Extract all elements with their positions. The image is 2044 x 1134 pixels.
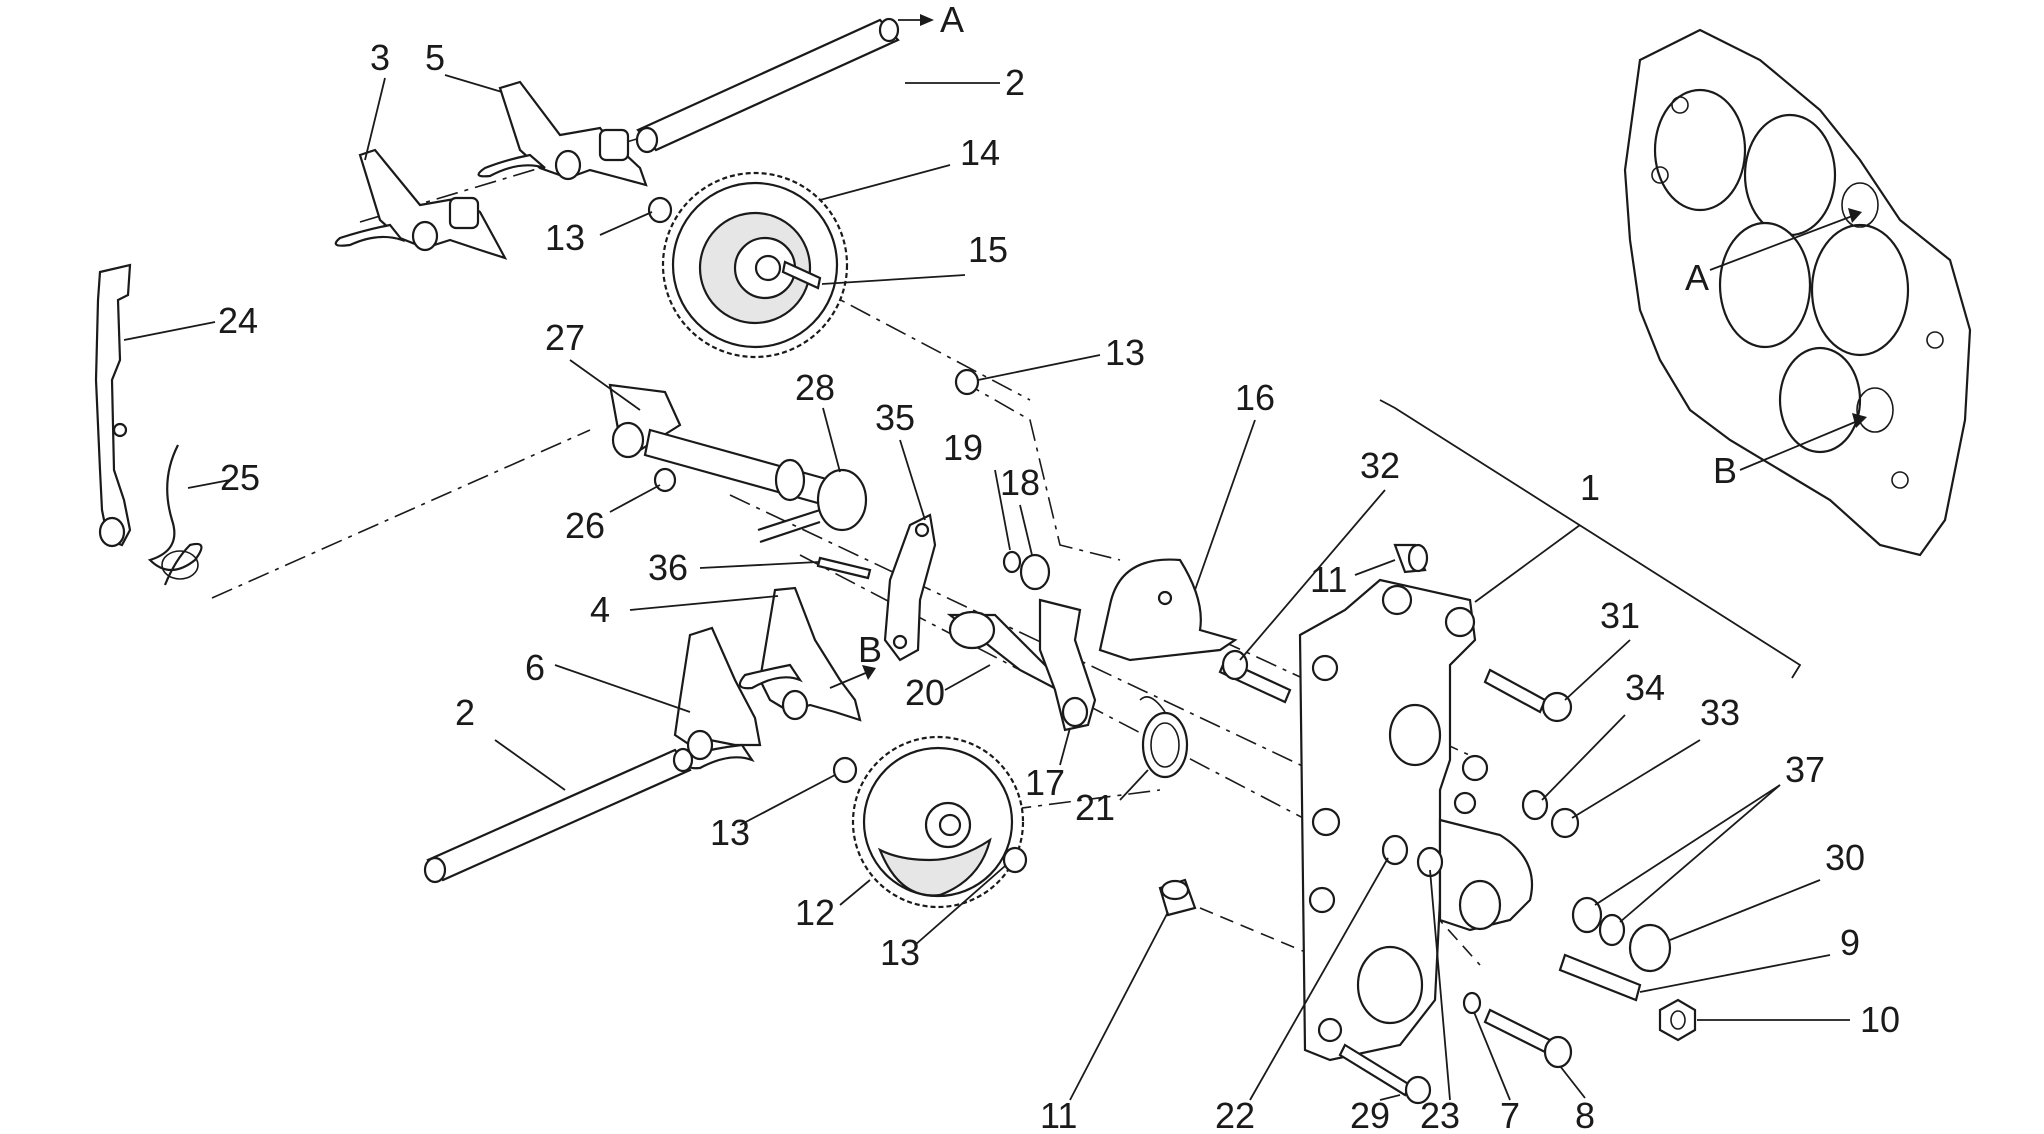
callout-18: 18 [1000,462,1040,503]
bolt-20 [946,610,1064,695]
plate-35 [883,513,937,662]
callout-25: 25 [220,457,260,498]
dowel-11-lower [1158,878,1197,917]
washer-30 [1628,923,1672,973]
callout-2-lower: 2 [455,692,475,733]
stud-9 [1558,953,1642,1002]
callout-28: 28 [795,367,835,408]
washer-19 [1002,550,1022,574]
bolt-29 [1338,1043,1432,1105]
gear-12 [851,735,1025,909]
callout-32: 32 [1360,445,1400,486]
circlip-13-lower-left [832,756,858,784]
spring-28 [757,468,868,544]
callout-29: 29 [1350,1095,1390,1134]
washer-34 [1521,789,1549,821]
callout-36: 36 [648,547,688,588]
arrow-to-B-mid [829,665,876,689]
callout-4: 4 [590,589,610,630]
reference-B-mid: B [858,629,882,670]
arrow-to-A-top [898,14,934,26]
assembly-bracket [1379,399,1802,679]
shift-fork-4 [738,586,862,722]
gearbox-housing-reference [1623,28,1972,557]
callout-13-upper: 13 [545,217,585,258]
reference-A-housing: A [1685,257,1709,298]
callout-21: 21 [1075,787,1115,828]
callout-10: 10 [1860,999,1900,1040]
sensor-8 [1483,1008,1573,1069]
callout-13-gear14: 13 [1105,332,1145,373]
assembly-1-plate [1298,578,1534,1062]
callout-12: 12 [795,892,835,933]
callout-6: 6 [525,647,545,688]
washer-22 [1381,834,1409,866]
callout-2-upper: 2 [1005,62,1025,103]
callout-11-upper: 11 [1310,559,1347,600]
callout-31: 31 [1600,595,1640,636]
arrow-B-housing [1739,413,1867,471]
shift-fork-5 [477,80,648,187]
callout-19: 19 [943,427,983,468]
callout-22: 22 [1215,1095,1255,1134]
callout-23: 23 [1420,1095,1460,1134]
cover-16 [1098,558,1238,662]
bolt-32 [1218,649,1292,704]
callout-26: 26 [565,505,605,546]
callout-20: 20 [905,672,945,713]
circlip-13-gear14 [954,368,980,396]
reference-B-housing: B [1713,450,1737,491]
reference-A-top: A [940,0,964,40]
upper-shift-shaft [635,17,900,154]
shift-fork-3 [334,148,508,260]
pawl-17 [1038,598,1097,732]
pin-36 [816,556,872,580]
callout-15: 15 [968,229,1008,270]
gear-14 [661,171,849,359]
dowel-11-upper [1393,543,1429,574]
circlip-13-upper [647,196,673,224]
callout-14: 14 [960,132,1000,173]
callout-5: 5 [425,37,445,78]
callout-7: 7 [1500,1095,1520,1134]
callout-3: 3 [370,37,390,78]
washer-37a [1571,896,1603,934]
nut-10 [1658,998,1697,1042]
callout-17: 17 [1025,762,1065,803]
callout-labels: 1 2 2 3 4 5 6 7 8 9 10 11 11 12 13 13 13… [218,0,1900,1134]
callout-9: 9 [1840,922,1860,963]
leader-lines [123,74,1850,1101]
callout-30: 30 [1825,837,1865,878]
washer-37b [1598,913,1626,947]
washer-33 [1550,807,1580,839]
callout-13-lower-right: 13 [880,932,920,973]
bushing-18 [1019,553,1051,591]
callout-11-lower: 11 [1040,1095,1077,1134]
callout-16: 16 [1235,377,1275,418]
callout-33: 33 [1700,692,1740,733]
spring-25 [147,444,203,586]
callout-35: 35 [875,397,915,438]
callout-1: 1 [1580,467,1600,508]
callout-27: 27 [545,317,585,358]
callout-37: 37 [1785,749,1825,790]
spring-21 [1139,696,1189,779]
callout-24: 24 [218,300,258,341]
lever-24 [94,263,132,548]
callout-34: 34 [1625,667,1665,708]
shift-fork-6 [673,626,762,770]
circlip-26 [653,467,677,493]
bolt-31 [1483,668,1573,723]
circlip-13-lower-right [1002,846,1028,874]
callout-13-lower-left: 13 [710,812,750,853]
callout-8: 8 [1575,1095,1595,1134]
lower-shift-shaft [423,747,694,884]
washer-7 [1462,991,1482,1015]
arrow-A-housing [1709,208,1862,271]
